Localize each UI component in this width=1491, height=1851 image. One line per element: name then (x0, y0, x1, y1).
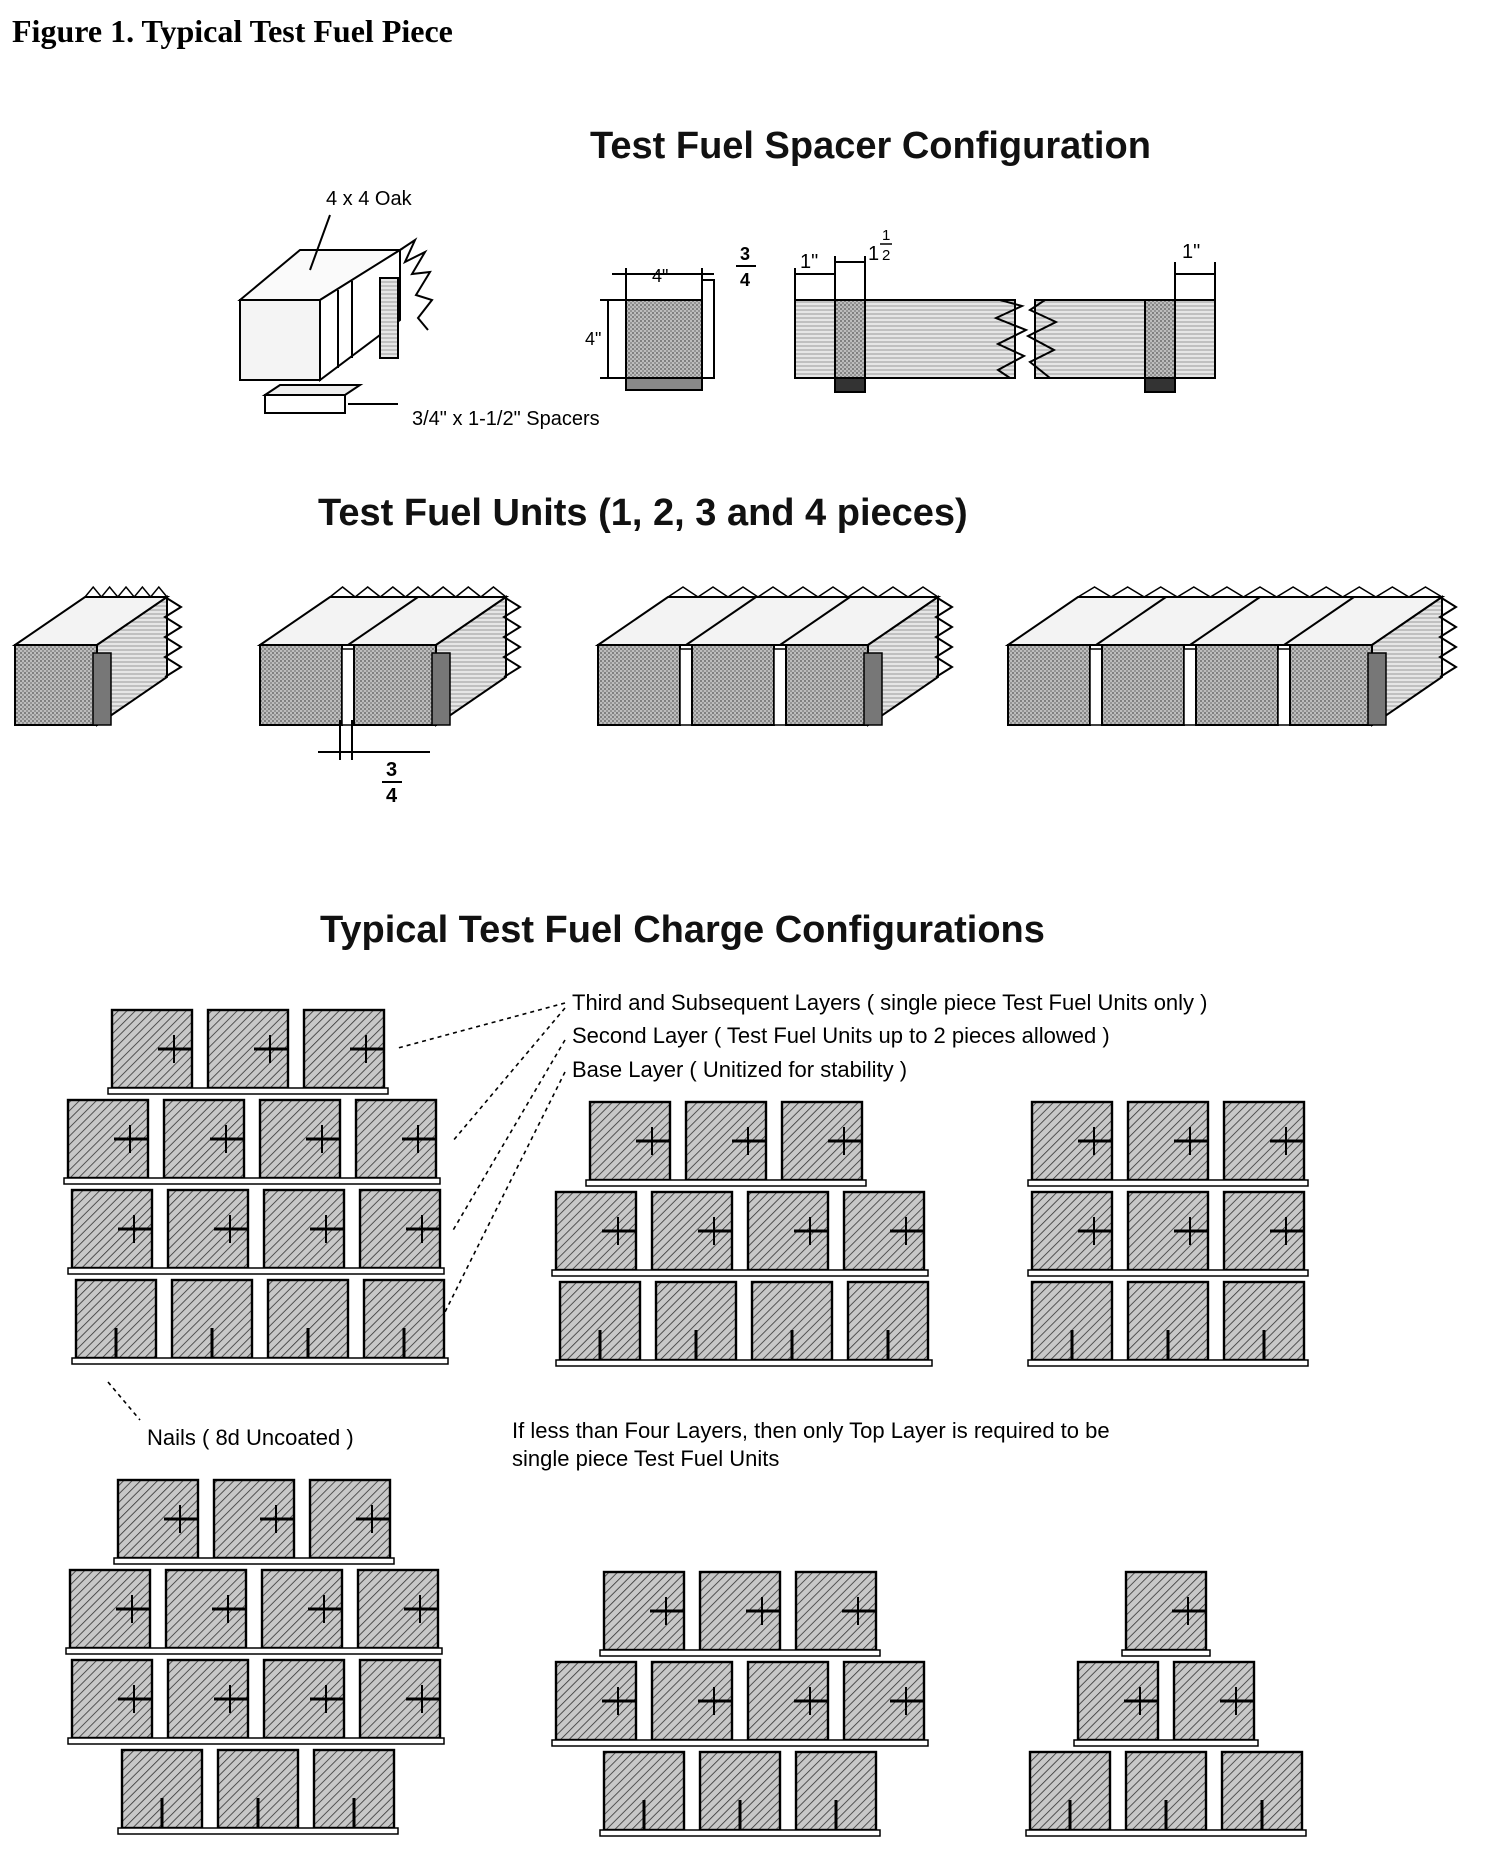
charge-stack-3-layer-c (551, 1570, 929, 1837)
note-line-2: single piece Test Fuel Units (512, 1446, 779, 1471)
units-heading: Test Fuel Units (1, 2, 3 and 4 pieces) (318, 492, 968, 534)
dim-one-half-num: 1 (882, 227, 890, 244)
charge-stack-4-layer-a (63, 1008, 449, 1365)
charge-heading: Typical Test Fuel Charge Configurations (320, 909, 1045, 951)
fuel-piece-end (353, 644, 437, 726)
fuel-unit-4-pieces (1004, 586, 1458, 727)
dim-one-half-whole: 1 (868, 243, 879, 265)
fuel-piece-end (1195, 644, 1279, 726)
spacer-configuration-section: Test Fuel Spacer Configuration 4 x 4 Oak… (237, 125, 1216, 430)
fuel-unit-3-pieces (594, 586, 954, 727)
charge-stack-3-layer-a (551, 1100, 933, 1367)
fuel-piece-end (1289, 644, 1373, 726)
fuel-piece-end (597, 644, 681, 726)
gap-dim-den: 4 (386, 785, 398, 807)
gap-dim-num: 3 (386, 759, 397, 781)
spacer-heading: Test Fuel Spacer Configuration (590, 125, 1151, 167)
oak-label: 4 x 4 Oak (326, 188, 413, 210)
note-line-1: If less than Four Layers, then only Top … (512, 1418, 1110, 1443)
dim-three-quarter-num: 3 (740, 244, 750, 264)
label-second-layer: Second Layer ( Test Fuel Units up to 2 p… (572, 1023, 1110, 1048)
fuel-block (602, 1750, 686, 1832)
charge-configurations-section: Typical Test Fuel Charge Configurations … (63, 909, 1309, 1837)
oak-block-isometric (237, 214, 434, 414)
fuel-piece-end (1007, 644, 1091, 726)
fuel-piece-end (785, 644, 869, 726)
spacer-label: 3/4" x 1-1/2" Spacers (412, 408, 600, 430)
dim-three-quarter-den: 4 (740, 270, 750, 290)
fuel-unit-drawings (11, 585, 1458, 727)
label-third-layer: Third and Subsequent Layers ( single pie… (572, 990, 1208, 1015)
fuel-block (1126, 1280, 1210, 1362)
fuel-unit-1-pieces (11, 585, 183, 727)
spacer-side-view (794, 256, 1216, 393)
charge-stack-3-layer-b (1027, 1100, 1309, 1367)
fuel-block (74, 1278, 158, 1360)
dim-height-label: 4" (585, 329, 601, 349)
fuel-piece-end (259, 644, 343, 726)
test-fuel-units-section: Test Fuel Units (1, 2, 3 and 4 pieces) 3… (11, 492, 1458, 807)
fuel-block (1126, 1190, 1210, 1272)
label-base-layer: Base Layer ( Unitized for stability ) (572, 1057, 907, 1082)
charge-stack-drawings (63, 1008, 1309, 1837)
fuel-piece-end (14, 644, 98, 726)
fuel-piece-end (1101, 644, 1185, 726)
figure-title: Figure 1. Typical Test Fuel Piece (12, 13, 453, 49)
gap-dim-lines (318, 720, 430, 760)
label-nails: Nails ( 8d Uncoated ) (147, 1425, 354, 1450)
dim-one-inch-left: 1" (800, 251, 818, 273)
dim-one-half-den: 2 (882, 247, 890, 264)
charge-stack-pyramid (1025, 1570, 1307, 1837)
leader-lines (107, 1002, 566, 1421)
dim-width-label: 4" (652, 266, 668, 286)
spacer-end-view (600, 268, 715, 391)
fuel-unit-2-pieces (256, 586, 522, 727)
fuel-block (166, 1188, 250, 1270)
fuel-piece-end (691, 644, 775, 726)
dim-one-inch-right: 1" (1182, 241, 1200, 263)
charge-stack-4-layer-b (65, 1478, 445, 1835)
